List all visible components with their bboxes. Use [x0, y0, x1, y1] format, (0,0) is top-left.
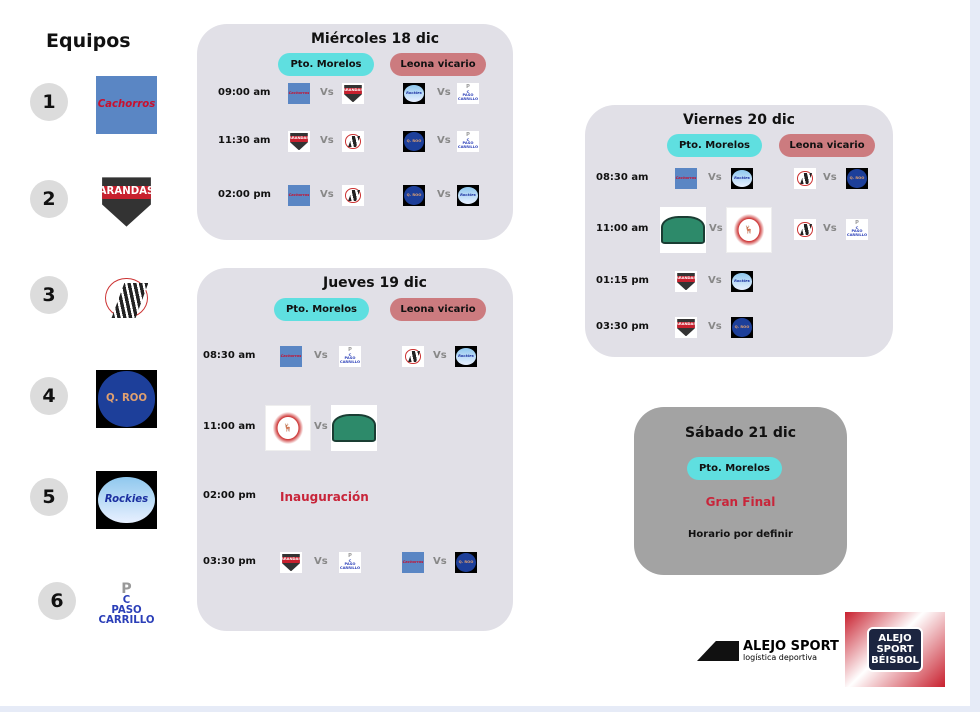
team-logo-3	[96, 269, 157, 327]
event-label: Inauguración	[280, 490, 369, 504]
vs-label: Vs	[708, 172, 722, 183]
venue-pill-pto-morelos: Pto. Morelos	[687, 457, 782, 480]
team-logo-deer: 🦌	[726, 207, 772, 253]
team-number: 5	[30, 478, 68, 516]
game-time: 11:30 am	[218, 135, 271, 146]
venue-pill-pto-morelos: Pto. Morelos	[278, 53, 374, 76]
team-number: 6	[38, 582, 76, 620]
vs-label: Vs	[823, 172, 837, 183]
vs-label: Vs	[709, 223, 723, 234]
alejo-sport-logo: ALEJO SPORT logística deportiva	[697, 640, 839, 662]
team-logo-5: Rockies	[731, 271, 753, 292]
team-logo-2: ARANDAS	[288, 131, 310, 152]
vs-label: Vs	[314, 350, 328, 361]
alejo-sport-badge: ALEJO SPORT BÉISBOL	[845, 612, 945, 687]
venue-pill-pto-morelos: Pto. Morelos	[274, 298, 369, 321]
venue-pill-pto-morelos: Pto. Morelos	[667, 134, 762, 157]
team-number: 1	[30, 83, 68, 121]
venue-pill-leona-vicario: Leona vicario	[390, 298, 486, 321]
game-time: 03:30 pm	[203, 556, 256, 567]
game-time: 08:30 am	[596, 172, 649, 183]
vs-label: Vs	[433, 350, 447, 361]
vs-label: Vs	[437, 87, 451, 98]
team-number: 2	[30, 180, 68, 218]
team-logo-4: Q. ROO	[846, 168, 868, 189]
team-logo-2: ARANDAS	[280, 552, 302, 573]
vs-label: Vs	[320, 135, 334, 146]
game-time: 03:30 pm	[596, 321, 649, 332]
team-logo-1: Cachorros	[96, 76, 157, 134]
team-logo-3	[794, 219, 816, 240]
game-time: 11:00 am	[203, 421, 256, 432]
venue-pill-leona-vicario: Leona vicario	[390, 53, 486, 76]
team-logo-5: Rockies	[96, 471, 157, 529]
team-logo-3	[402, 346, 424, 367]
team-logo-2: ARANDAS	[675, 271, 697, 292]
game-time: 01:15 pm	[596, 275, 649, 286]
game-time: 02:00 pm	[218, 189, 271, 200]
brand-tagline: logística deportiva	[743, 653, 818, 662]
vs-label: Vs	[708, 275, 722, 286]
team-logo-4: Q. ROO	[96, 370, 157, 428]
team-logo-1: Cachorros	[402, 552, 424, 573]
team-logo-3	[342, 131, 364, 152]
schedule-note: Horario por definir	[688, 529, 793, 540]
vs-label: Vs	[437, 135, 451, 146]
vs-label: Vs	[314, 421, 328, 432]
game-time: 09:00 am	[218, 87, 271, 98]
teams-heading: Equipos	[46, 30, 131, 52]
team-logo-4: Q. ROO	[455, 552, 477, 573]
vs-label: Vs	[320, 87, 334, 98]
day-title: Sábado 21 dic	[685, 425, 796, 441]
team-logo-4: Q. ROO	[403, 185, 425, 206]
brand-mark-icon	[697, 641, 739, 661]
vs-label: Vs	[437, 189, 451, 200]
team-logo-1: Cachorros	[288, 83, 310, 104]
badge-text: ALEJO SPORT BÉISBOL	[867, 627, 923, 672]
team-logo-deer: 🦌	[265, 405, 311, 451]
day-title: Miércoles 18 dic	[310, 31, 440, 47]
venue-pill-leona-vicario: Leona vicario	[779, 134, 875, 157]
game-time: 11:00 am	[596, 223, 649, 234]
vs-label: Vs	[320, 189, 334, 200]
vs-label: Vs	[823, 223, 837, 234]
game-time: 02:00 pm	[203, 490, 256, 501]
team-logo-2: ARANDAS	[96, 173, 157, 231]
team-logo-4: Q. ROO	[731, 317, 753, 338]
game-time: 08:30 am	[203, 350, 256, 361]
team-logo-1: Cachorros	[288, 185, 310, 206]
day-title: Viernes 20 dic	[683, 112, 795, 128]
team-logo-2: ARANDAS	[675, 317, 697, 338]
vs-label: Vs	[314, 556, 328, 567]
vs-label: Vs	[433, 556, 447, 567]
team-logo-green	[660, 207, 706, 253]
team-logo-3	[794, 168, 816, 189]
final-label: Gran Final	[705, 495, 776, 509]
day-title: Jueves 19 dic	[323, 275, 427, 291]
team-logo-green	[331, 405, 377, 451]
team-logo-2: ARANDAS	[342, 83, 364, 104]
team-logo-1: Cachorros	[280, 346, 302, 367]
team-logo-3	[342, 185, 364, 206]
team-logo-1: Cachorros	[675, 168, 697, 189]
team-number: 4	[30, 377, 68, 415]
team-logo-4: Q. ROO	[403, 131, 425, 152]
team-number: 3	[30, 276, 68, 314]
day-card-saturday: Sábado 21 dic Pto. Morelos Gran Final Ho…	[634, 407, 847, 575]
brand-name: ALEJO SPORT	[743, 639, 839, 654]
team-logo-5: Rockies	[731, 168, 753, 189]
team-logo-5: Rockies	[457, 185, 479, 206]
team-logo-5: Rockies	[455, 346, 477, 367]
team-logo-5: Rockies	[403, 83, 425, 104]
vs-label: Vs	[708, 321, 722, 332]
